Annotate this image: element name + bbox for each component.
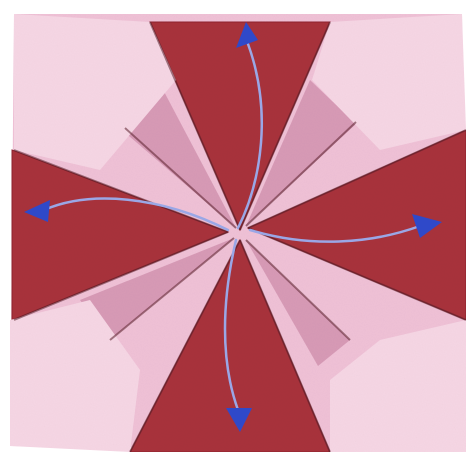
- origami-photo: [0, 0, 470, 454]
